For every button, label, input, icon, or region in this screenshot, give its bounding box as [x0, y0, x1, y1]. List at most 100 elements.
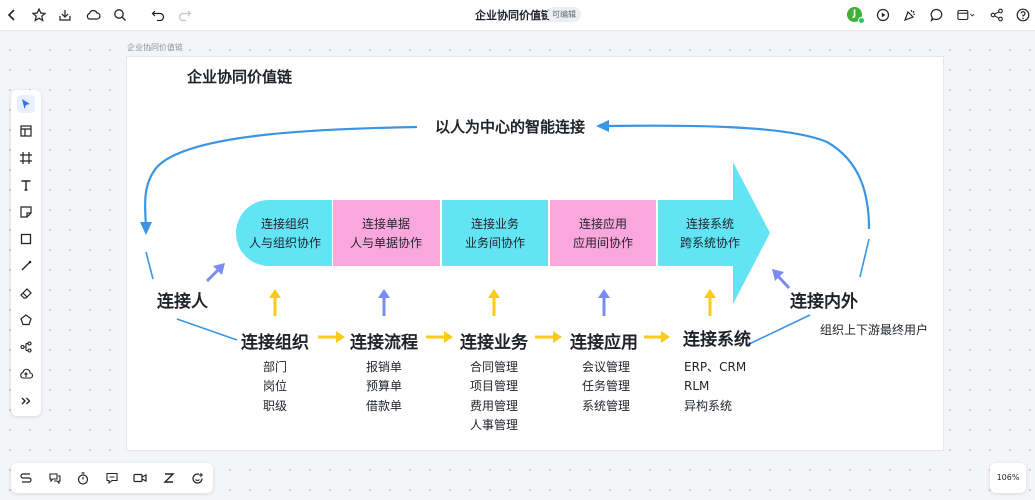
stage-3-title: 连接业务	[460, 332, 529, 353]
stage-2-item: 预算单	[366, 378, 402, 393]
chat-icon[interactable]	[46, 469, 64, 487]
band-4-line2: 应用间协作	[573, 235, 633, 250]
back-icon[interactable]	[3, 6, 21, 24]
band-2-line1: 连接单据	[362, 216, 410, 231]
upload-icon[interactable]	[17, 365, 35, 383]
stage-5-item: ERP、CRM	[684, 360, 746, 374]
redo-icon[interactable]	[176, 6, 194, 24]
select-cursor-icon[interactable]	[17, 95, 35, 113]
stage-3-item: 费用管理	[470, 398, 518, 413]
feedback-icon[interactable]	[103, 469, 121, 487]
right-node-subtitle: 组织上下游最终用户	[820, 322, 928, 337]
frame-label[interactable]: 企业协同价值链	[127, 43, 183, 52]
online-status-dot	[858, 17, 865, 24]
stage-4-item: 会议管理	[582, 359, 630, 374]
flow-arrow-2	[426, 331, 453, 343]
cloud-icon[interactable]	[84, 6, 102, 24]
download-icon[interactable]	[56, 6, 74, 24]
video-icon[interactable]	[131, 469, 149, 487]
stage-5-item: RLM	[684, 379, 709, 393]
template-icon[interactable]	[17, 122, 35, 140]
up-arrow-5	[704, 289, 716, 316]
timer-icon[interactable]	[74, 469, 92, 487]
stage-3-item: 人事管理	[470, 417, 518, 432]
stage-2: 连接流程 报销单 预算单 借款单	[350, 332, 418, 413]
band-2-line2: 人与单据协作	[350, 235, 422, 250]
band-1-line2: 人与组织协作	[249, 235, 321, 250]
value-chain-diagram: 企业协同价值链 以人为中心的智能连接 连接组织 人与组织协作 连接单据 人与单据…	[140, 68, 928, 432]
band-segment-1	[236, 200, 332, 266]
zoom-level[interactable]: 106%	[990, 463, 1026, 493]
stage-4: 连接应用 会议管理 任务管理 系统管理	[570, 332, 638, 413]
value-band: 连接组织 人与组织协作 连接单据 人与单据协作 连接业务 业务间协作 连接应用 …	[236, 162, 770, 304]
stage-5: 连接系统 ERP、CRM RLM 异构系统	[683, 329, 751, 413]
stage-1-item: 职级	[263, 399, 287, 413]
stage-4-item: 任务管理	[582, 378, 630, 393]
pentagon-icon[interactable]	[17, 311, 35, 329]
band-3-line1: 连接业务	[471, 216, 519, 231]
celebrate-icon[interactable]	[901, 6, 919, 24]
diagram-canvas[interactable]: 企业协同价值链 以人为中心的智能连接 连接组织 人与组织协作 连接单据 人与单据…	[127, 57, 943, 450]
more-tools-icon[interactable]	[17, 392, 35, 410]
layout-icon[interactable]	[957, 6, 975, 24]
left-node-connector	[145, 251, 238, 341]
frame-icon[interactable]	[17, 149, 35, 167]
right-node-label: 连接内外	[790, 291, 858, 312]
editable-badge: 可编辑	[547, 7, 581, 22]
up-arrow-4	[598, 289, 610, 316]
flow-arrow-4	[644, 331, 670, 343]
band-5-line1: 连接系统	[686, 216, 734, 231]
band-1-line1: 连接组织	[261, 216, 309, 231]
right-node-connector	[746, 238, 870, 346]
stage-2-item: 报销单	[366, 359, 402, 374]
star-icon[interactable]	[30, 6, 48, 24]
stage-1: 连接组织 部门 岗位 职级	[241, 332, 309, 413]
sticky-note-icon[interactable]	[17, 203, 35, 221]
sleep-icon[interactable]	[160, 469, 178, 487]
band-5-line2: 跨系统协作	[680, 235, 740, 250]
left-diagonal-arrow	[205, 263, 225, 283]
share-icon[interactable]	[988, 6, 1006, 24]
stage-1-item: 岗位	[263, 378, 287, 393]
comment-icon[interactable]	[928, 6, 946, 24]
stage-3-item: 项目管理	[470, 378, 518, 393]
outline-icon[interactable]	[17, 469, 35, 487]
top-bar: 企业协同价值链 可编辑 J	[0, 0, 1035, 31]
text-tool-icon[interactable]	[17, 176, 35, 194]
stage-2-item: 借款单	[366, 399, 402, 413]
loop-arc-left	[143, 125, 418, 228]
stage-4-title: 连接应用	[570, 332, 638, 353]
rectangle-icon[interactable]	[17, 230, 35, 248]
left-toolbar	[11, 90, 41, 416]
document-title[interactable]: 企业协同价值链	[475, 9, 552, 22]
loop-arc-right-arrowhead	[596, 120, 609, 132]
stage-4-item: 系统管理	[582, 398, 630, 413]
band-segment-5	[658, 162, 770, 304]
undo-icon[interactable]	[149, 6, 167, 24]
stage-2-title: 连接流程	[350, 332, 418, 353]
mindmap-icon[interactable]	[17, 338, 35, 356]
stage-3-item: 合同管理	[470, 359, 518, 374]
eraser-icon[interactable]	[17, 284, 35, 302]
search-icon[interactable]	[111, 6, 129, 24]
stage-5-item: 异构系统	[684, 398, 732, 413]
stage-3: 连接业务 合同管理 项目管理 费用管理 人事管理	[460, 332, 529, 432]
stage-1-title: 连接组织	[241, 332, 309, 353]
diagram-title: 企业协同价值链	[186, 68, 293, 86]
loop-arc-right	[604, 124, 871, 230]
band-4-line1: 连接应用	[579, 216, 627, 231]
play-icon[interactable]	[874, 6, 892, 24]
loop-arc-left-arrowhead	[140, 222, 152, 235]
loop-label: 以人为中心的智能连接	[435, 118, 585, 136]
line-tool-icon[interactable]	[17, 257, 35, 275]
right-diagonal-arrow	[772, 269, 791, 290]
bottom-toolbar	[11, 463, 213, 493]
flow-arrow-3	[535, 331, 562, 343]
stage-5-title: 连接系统	[683, 329, 751, 350]
up-arrow-2	[378, 289, 390, 316]
emoji-add-icon[interactable]	[188, 469, 206, 487]
band-3-line2: 业务间协作	[465, 235, 525, 250]
up-arrow-1	[269, 289, 281, 316]
help-icon[interactable]	[1014, 6, 1032, 24]
stage-1-item: 部门	[263, 359, 287, 374]
